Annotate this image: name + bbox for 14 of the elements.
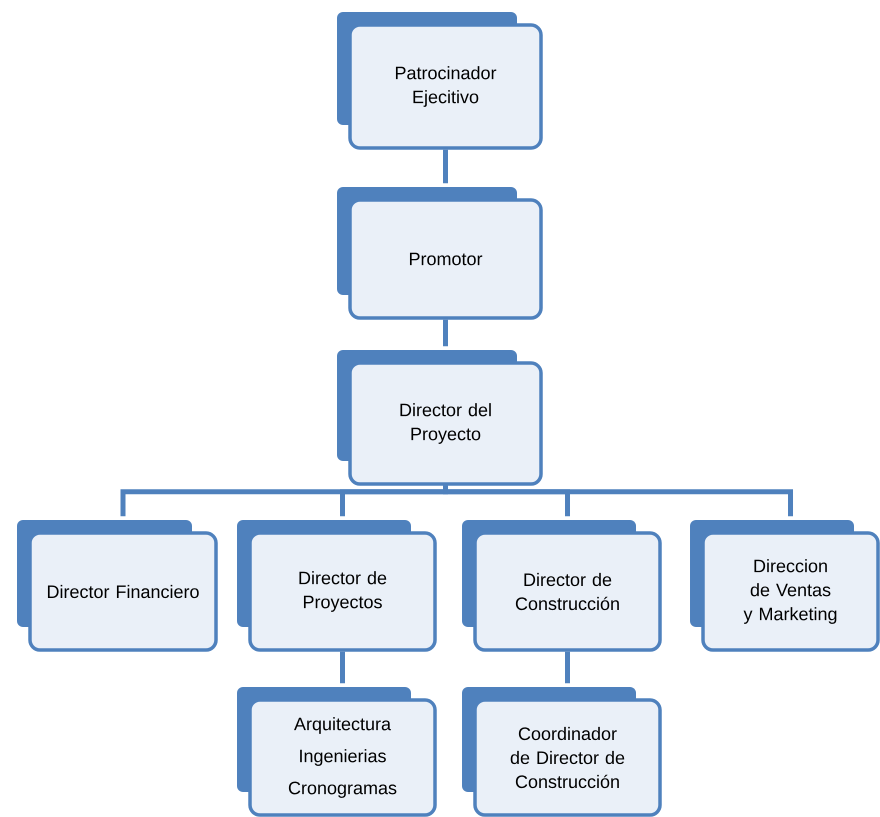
org-box: Arquitectura Ingenierias Cronogramas [237,687,437,817]
connector-line [443,150,448,184]
org-box: Direccion de Ventas y Marketing [690,520,880,652]
org-box: Director Financiero [17,520,218,652]
connector-line [565,652,570,684]
org-box: Director de Construcción [462,520,662,652]
connector-line [340,652,345,684]
connector-line [443,320,448,346]
org-box: Promotor [337,187,543,320]
org-box: Director del Proyecto [337,350,543,486]
org-box: Patrocinador Ejecitivo [337,12,543,150]
org-box: Coordinador de Director de Construcción [462,687,662,817]
connector-line [443,486,793,516]
org-box: Director de Proyectos [237,520,437,652]
